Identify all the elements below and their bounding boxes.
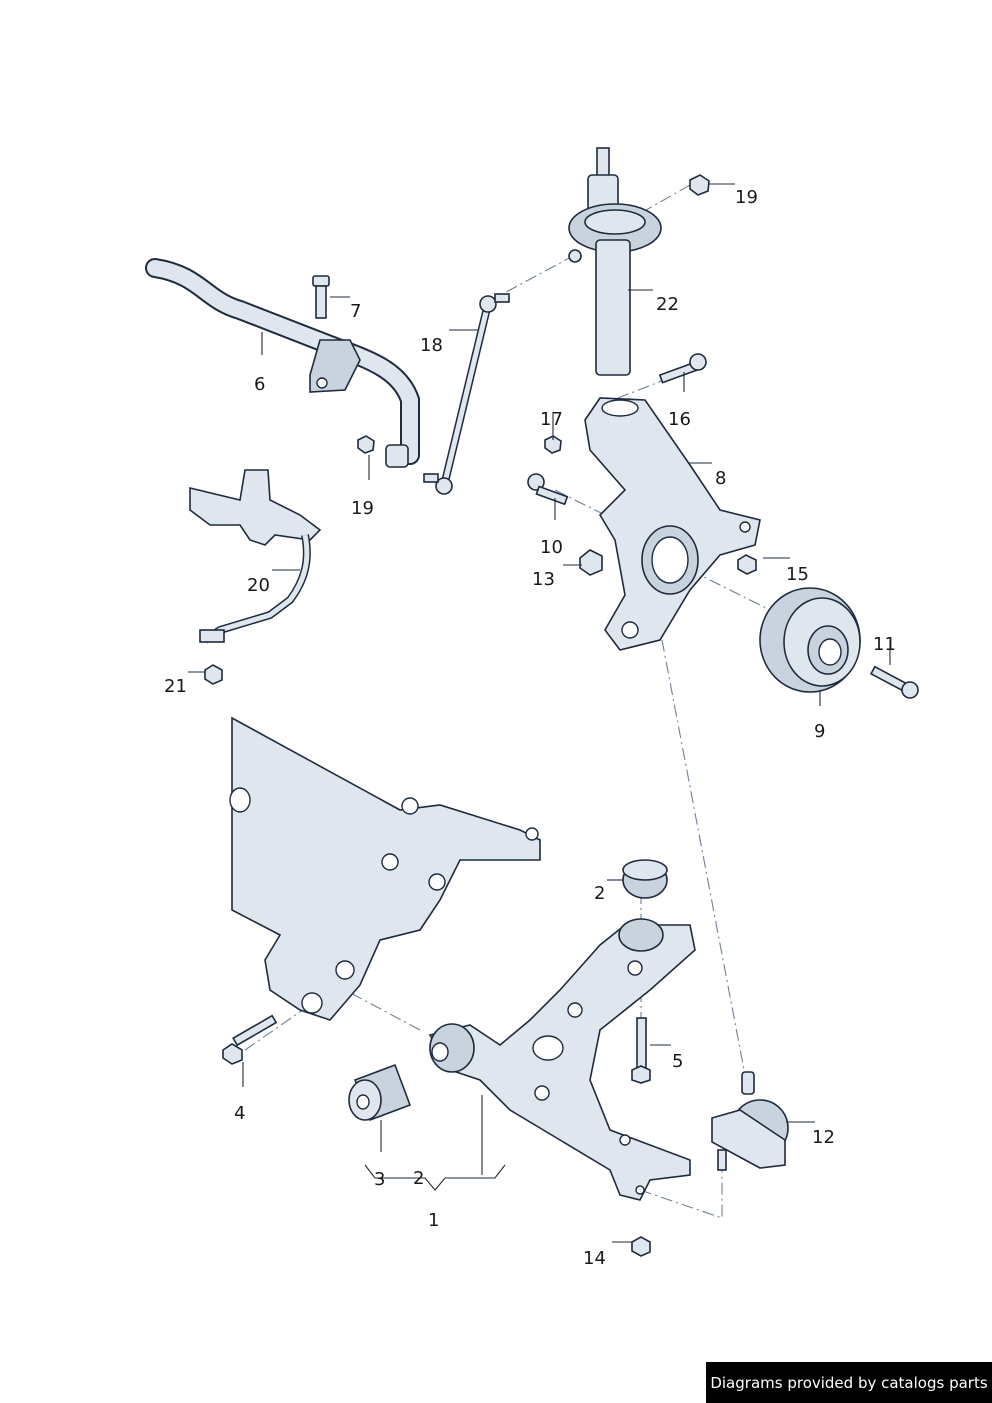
callout-22: 22 xyxy=(656,294,679,315)
callout-2b: 2 xyxy=(413,1168,424,1189)
leader-lines xyxy=(188,183,891,1243)
stabilizer-bar xyxy=(145,258,420,468)
callout-9: 9 xyxy=(814,721,825,742)
wheel-hub xyxy=(759,587,861,693)
bolt xyxy=(658,353,707,384)
callout-16: 16 xyxy=(668,409,691,430)
callout-15: 15 xyxy=(786,564,809,585)
bolt xyxy=(527,473,569,506)
callout-17: 17 xyxy=(540,409,563,430)
attribution-footer: Diagrams provided by catalogs parts xyxy=(706,1362,992,1403)
callout-11: 11 xyxy=(873,634,896,655)
callout-labels: 19 22 7 18 6 17 16 8 19 10 13 15 20 11 2… xyxy=(164,187,896,1269)
control-arm xyxy=(428,918,696,1201)
callout-19: 19 xyxy=(735,187,758,208)
callout-7: 7 xyxy=(350,301,361,322)
bushing xyxy=(622,859,668,899)
bolt xyxy=(222,1014,278,1065)
bushing xyxy=(348,1063,412,1122)
subframe xyxy=(229,716,541,1021)
wheel-bearing-housing xyxy=(584,397,761,651)
bolt xyxy=(869,665,919,699)
callout-20: 20 xyxy=(247,575,270,596)
callout-13: 13 xyxy=(532,569,555,590)
callout-21: 21 xyxy=(164,676,187,697)
nut xyxy=(579,549,603,576)
nut xyxy=(689,174,710,196)
strut-assembly xyxy=(568,147,662,376)
callout-8: 8 xyxy=(715,468,726,489)
coupling-rod xyxy=(423,293,510,495)
callout-4: 4 xyxy=(234,1103,245,1124)
callout-19b: 19 xyxy=(351,498,374,519)
nut xyxy=(204,664,223,685)
bolt xyxy=(312,275,330,319)
callout-1: 1 xyxy=(428,1210,439,1231)
callout-2: 2 xyxy=(594,883,605,904)
callout-18: 18 xyxy=(420,335,443,356)
callout-12: 12 xyxy=(812,1127,835,1148)
level-sensor xyxy=(189,469,322,644)
callout-10: 10 xyxy=(540,537,563,558)
nut xyxy=(357,435,375,454)
ball-joint xyxy=(711,1071,789,1171)
callout-3: 3 xyxy=(374,1169,385,1190)
callout-14: 14 xyxy=(583,1248,606,1269)
nut xyxy=(631,1236,651,1257)
bolt xyxy=(631,1017,651,1084)
callout-5: 5 xyxy=(672,1051,683,1072)
nut xyxy=(737,554,757,575)
callout-6: 6 xyxy=(254,374,265,395)
